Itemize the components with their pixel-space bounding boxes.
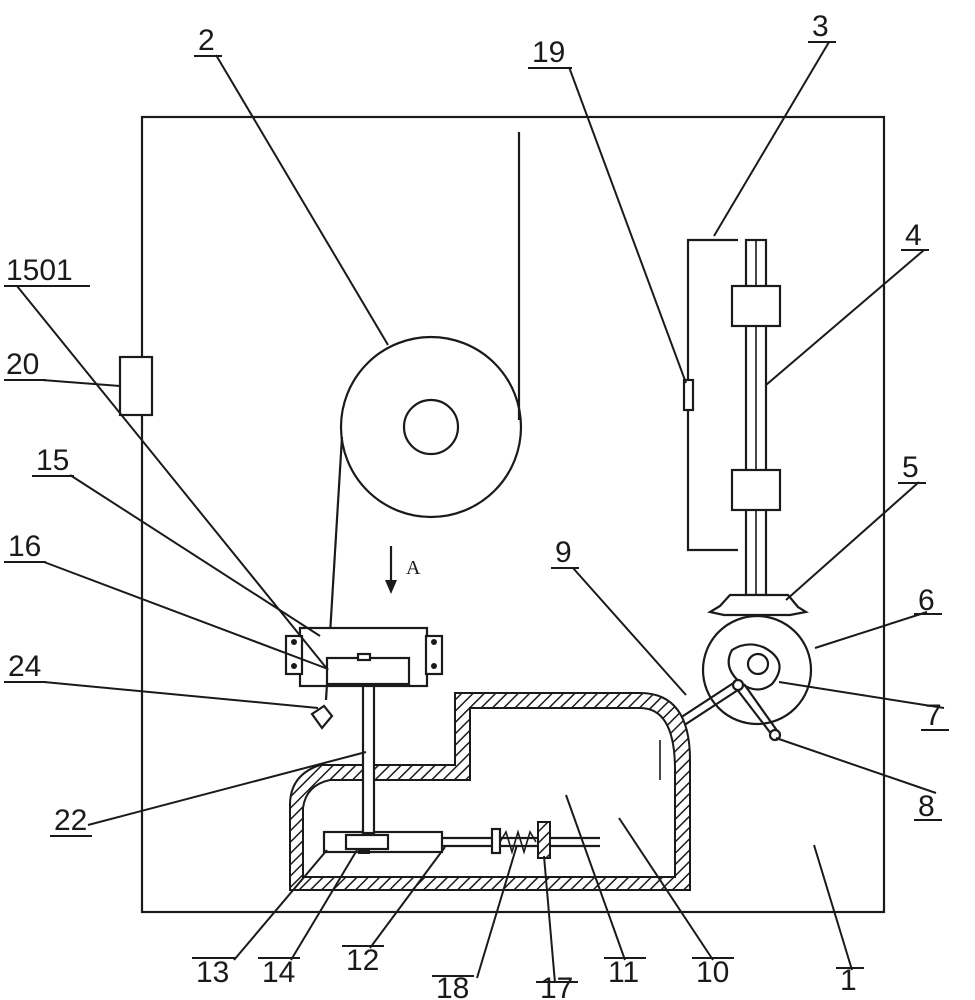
label-10: 10: [696, 956, 729, 989]
label-12: 12: [346, 944, 379, 977]
sensor-box: [118, 355, 154, 417]
guide-rod: [730, 238, 782, 597]
leader-lines: [16, 41, 945, 984]
label-22: 22: [54, 804, 87, 837]
label-17: 17: [540, 972, 573, 1000]
label-2: 2: [198, 24, 215, 57]
side-bracket: [682, 238, 738, 552]
label-16: 16: [8, 530, 41, 563]
label-1501: 1501: [6, 254, 73, 287]
label-8: 8: [918, 790, 935, 823]
label-11: 11: [608, 956, 639, 989]
label-3: 3: [812, 10, 829, 43]
cam-disc: [701, 614, 813, 726]
label-4: 4: [905, 219, 922, 252]
label-24: 24: [8, 650, 41, 683]
lifting-head: [284, 626, 444, 835]
tape-roll: [324, 132, 523, 701]
label-15: 15: [36, 444, 69, 477]
main-frame: [140, 115, 886, 914]
label-9: 9: [555, 536, 572, 569]
cutter-blade: [310, 704, 334, 730]
label-20: 20: [6, 348, 39, 381]
part-labels: 2 3 19 4 5 6 7 8 9 1501 20 15 16 24 22 1…: [4, 10, 949, 1000]
direction-arrow: A: [385, 546, 421, 594]
label-7: 7: [925, 699, 942, 732]
direction-arrow-label: A: [406, 557, 421, 579]
label-6: 6: [918, 584, 935, 617]
label-1: 1: [840, 964, 857, 997]
label-19: 19: [532, 36, 565, 69]
follower-head: [707, 593, 809, 617]
label-5: 5: [902, 451, 919, 484]
piston-assembly: [322, 821, 600, 859]
label-14: 14: [262, 956, 295, 989]
label-13: 13: [196, 956, 229, 989]
